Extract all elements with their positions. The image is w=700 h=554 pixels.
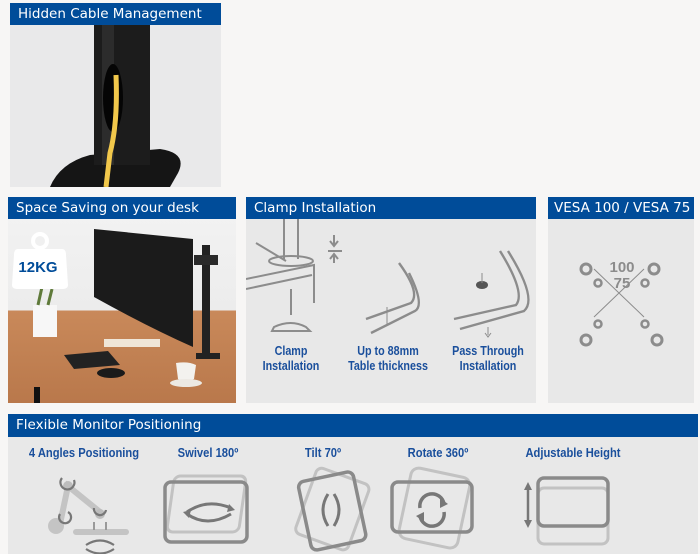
swivel-label: Swivel 180º	[177, 445, 239, 460]
four-angles-icon	[48, 477, 129, 554]
panel-title: Clamp Installation	[246, 197, 536, 219]
four-angles-label: 4 Angles Positioning	[28, 445, 140, 460]
table-thickness-icon	[365, 262, 421, 335]
clamp-icon	[246, 219, 342, 332]
vesa-75-label: 75	[613, 275, 631, 292]
adjustable-height-icon	[524, 476, 610, 546]
vesa-hole-pattern-icon	[579, 262, 664, 347]
vesa-100-label: 100	[609, 259, 635, 276]
desk-setup-photo	[33, 229, 220, 403]
cable-pole-photo	[50, 25, 181, 187]
space-saving-panel: Space Saving on your desk 12KG	[8, 197, 236, 403]
flexible-positioning-panel: Flexible Monitor Positioning 4 Angles Po…	[8, 414, 698, 554]
swivel-icon	[163, 474, 249, 544]
adjustable-height-label: Adjustable Height	[525, 445, 621, 460]
hidden-cable-panel: Hidden Cable Management	[10, 3, 221, 187]
weight-icon	[12, 232, 68, 289]
pass-through-caption: Pass Through Installation	[452, 344, 524, 373]
thickness-caption: Up to 88mm Table thickness	[348, 344, 428, 373]
panel-title: VESA 100 / VESA 75	[548, 197, 694, 219]
tilt-label: Tilt 70º	[304, 445, 342, 460]
vesa-panel: VESA 100 / VESA 75 100 75	[548, 197, 694, 403]
weight-capacity-label: 12KG	[18, 259, 58, 276]
tilt-icon	[294, 466, 371, 552]
clamp-caption: Clamp Installation	[262, 344, 320, 373]
panel-title: Flexible Monitor Positioning	[8, 414, 698, 437]
rotate-icon	[390, 466, 474, 550]
panel-title: Space Saving on your desk	[8, 197, 236, 219]
pass-through-icon	[453, 250, 530, 338]
panel-title: Hidden Cable Management	[10, 3, 221, 25]
clamp-installation-panel: Clamp Installation Clamp Installation Up…	[246, 197, 536, 403]
rotate-label: Rotate 360º	[407, 445, 469, 460]
